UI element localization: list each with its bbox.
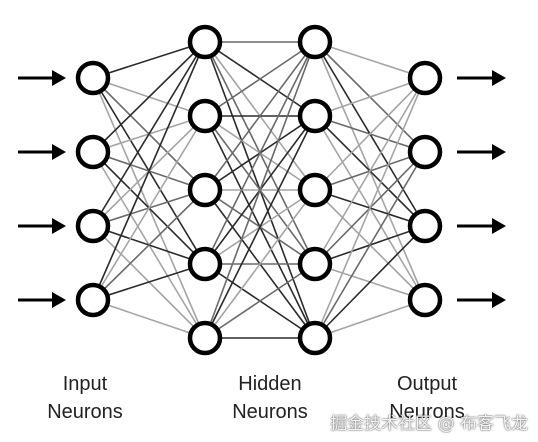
input-arrow-4 [18,292,66,308]
edge-0-3-3 [92,263,206,301]
edge-0-1-0 [92,41,206,153]
hidden1-neuron-5 [187,320,223,356]
output-arrow-2 [457,144,506,160]
hidden-label-line-2: Neurons [232,401,308,423]
output-label-line-2: Neurons [389,401,465,423]
edge-0-2-0 [92,41,206,227]
edge-0-3-4 [92,299,206,339]
edge-2-4-0 [314,77,426,339]
edge-1-4-0 [204,41,316,339]
input-neuron-4 [75,282,111,318]
hidden1-neuron-3 [187,172,223,208]
edge-0-3-2 [92,189,206,301]
edge-2-4-1 [314,151,426,339]
input-neuron-3 [75,208,111,244]
edge-2-2-0 [314,77,426,191]
edge-2-4-2 [314,225,426,339]
input-arrow-1 [18,70,66,86]
input-neuron-1 [75,60,111,96]
input-layer-label: Input Neurons [45,370,125,426]
output-neuron-4 [407,282,443,318]
edge-1-4-1 [204,115,316,339]
hidden2-neuron-5 [297,320,333,356]
output-arrow-4 [457,292,506,308]
hidden-label-line-1: Hidden [238,373,302,395]
hidden1-neuron-2 [187,98,223,134]
edge-2-3-0 [314,77,426,265]
edge-1-2-0 [204,41,316,191]
edge-1-4-2 [204,189,316,339]
hidden2-neuron-1 [297,24,333,60]
hidden2-neuron-2 [297,98,333,134]
edge-0-0-0 [92,41,206,79]
hidden1-neuron-4 [187,246,223,282]
hidden1-neuron-1 [187,24,223,60]
neuron-nodes [75,24,443,356]
io-arrows [18,70,506,308]
output-neuron-2 [407,134,443,170]
watermark-text: 掘金技术社区 @ 布客飞龙 [330,414,528,434]
output-arrow-1 [457,70,506,86]
hidden2-neuron-3 [297,172,333,208]
edge-1-3-0 [204,41,316,265]
edge-2-0-0 [314,41,426,79]
output-neuron-3 [407,208,443,244]
hidden-layer-label: Hidden Neurons [225,370,315,426]
input-neuron-2 [75,134,111,170]
output-arrow-3 [457,218,506,234]
edge-0-3-1 [92,115,206,301]
input-label-line-2: Neurons [47,401,123,423]
input-arrow-2 [18,144,66,160]
edge-2-4-3 [314,299,426,339]
output-neuron-1 [407,60,443,96]
input-label-line-1: Input [62,373,108,395]
output-label-line-1: Output [396,373,458,395]
edge-2-1-0 [314,77,426,117]
edge-1-1-0 [204,41,316,117]
input-arrow-3 [18,218,66,234]
connection-edges [92,41,426,339]
hidden2-neuron-4 [297,246,333,282]
output-layer-label: Output Neurons [382,370,472,426]
edge-1-4-3 [204,263,316,339]
edge-0-3-0 [92,41,206,301]
